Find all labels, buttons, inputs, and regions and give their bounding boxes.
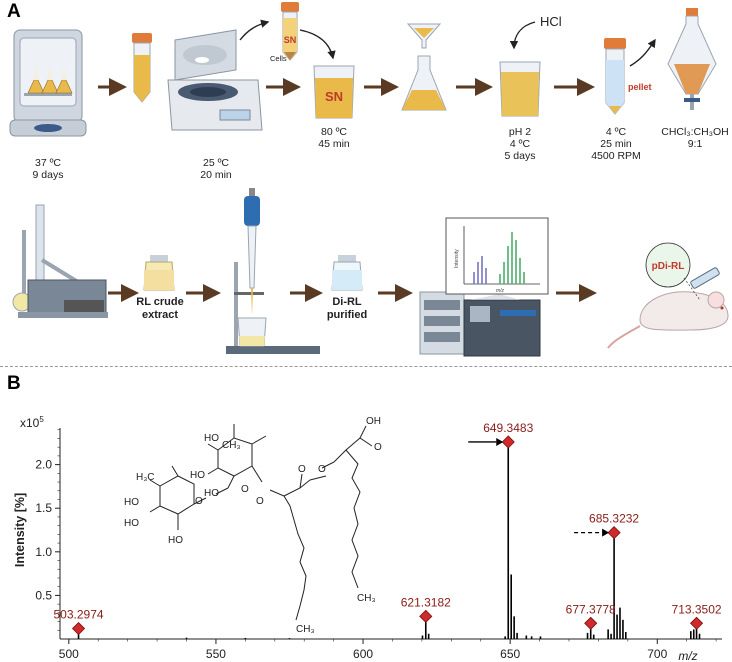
y-tick-label: 1.0 bbox=[35, 545, 52, 559]
x-tick-label: 600 bbox=[353, 647, 373, 661]
supernatant-tube-icon: SN bbox=[281, 2, 299, 61]
crude-vial-icon bbox=[143, 255, 175, 291]
peak-mz-label: 677.3778 bbox=[566, 602, 616, 616]
peak-marker-diamond bbox=[689, 616, 704, 630]
x-tick-label: 550 bbox=[206, 647, 226, 661]
peak-mz-label: 713.3502 bbox=[672, 602, 722, 616]
svg-text:O: O bbox=[195, 496, 203, 507]
mouse-injection-icon: pDi-RL bbox=[607, 242, 729, 349]
peak-marker-diamond bbox=[607, 526, 621, 540]
svg-text:HO: HO bbox=[190, 470, 205, 481]
svg-text:O: O bbox=[256, 496, 264, 507]
x-axis-label: m/z bbox=[678, 649, 697, 662]
hcl-label: HCl bbox=[540, 14, 562, 29]
cells-label: Cells bbox=[270, 54, 287, 63]
peak-markers: 503.2974 621.3182 649.3483 677.3778 685.3232… bbox=[53, 421, 722, 636]
culture-tube-icon bbox=[132, 33, 152, 103]
panel-b-letter: B bbox=[7, 373, 21, 394]
svg-text:HO: HO bbox=[168, 535, 183, 546]
x-ticks: 500 550 600 650 700 bbox=[59, 639, 717, 661]
pipette-column-icon bbox=[226, 188, 320, 354]
spectrum-peaks bbox=[77, 441, 701, 639]
acid-beaker-icon bbox=[499, 61, 541, 117]
lc-ms-instrument-icon bbox=[419, 291, 541, 357]
peak-pointer-arrowhead bbox=[496, 437, 504, 446]
y-ticks: 0.5 1.0 1.5 2.0 bbox=[35, 429, 60, 631]
svg-text:CH₃: CH₃ bbox=[222, 440, 241, 451]
svg-text:O: O bbox=[318, 464, 326, 475]
pellet-label: pellet bbox=[628, 82, 652, 92]
svg-text:O: O bbox=[374, 442, 382, 453]
svg-text:Intensity: Intensity bbox=[454, 249, 460, 268]
svg-text:SN: SN bbox=[325, 89, 343, 104]
peak-marker-diamond bbox=[419, 609, 433, 623]
peak-mz-label: 621.3182 bbox=[401, 595, 451, 609]
svg-text:O: O bbox=[298, 464, 306, 475]
y-axis-label: Intensity [%] bbox=[13, 493, 27, 567]
peak-pointer-arrowhead bbox=[602, 528, 610, 537]
filtration-flask-icon bbox=[401, 23, 447, 111]
peak-mz-label: 503.2974 bbox=[53, 608, 103, 622]
svg-text:HO: HO bbox=[124, 518, 139, 529]
svg-text:H₃C: H₃C bbox=[136, 472, 155, 483]
svg-text:HO: HO bbox=[204, 488, 219, 499]
pellet-tube-icon bbox=[604, 38, 626, 115]
svg-text:CH₃: CH₃ bbox=[296, 624, 315, 635]
rotary-evaporator-icon bbox=[12, 204, 108, 318]
svg-text:OH: OH bbox=[366, 416, 381, 427]
peak-marker-diamond bbox=[584, 616, 598, 630]
svg-text:O: O bbox=[241, 484, 249, 495]
y-tick-label: 1.5 bbox=[35, 501, 52, 515]
svg-text:CH₃: CH₃ bbox=[357, 593, 376, 604]
x-tick-label: 650 bbox=[500, 647, 520, 661]
separatory-funnel-icon bbox=[667, 8, 717, 110]
panel-a-letter: A bbox=[7, 1, 21, 22]
panel-divider bbox=[0, 366, 732, 367]
svg-text:SN: SN bbox=[284, 35, 297, 45]
di-rhamnolipid-structure bbox=[149, 424, 373, 621]
y-tick-label: 2.0 bbox=[35, 458, 52, 472]
peak-mz-label: 685.3232 bbox=[589, 512, 639, 526]
x-tick-label: 500 bbox=[59, 647, 79, 661]
x-tick-label: 700 bbox=[647, 647, 667, 661]
structure-atom-labels: HO HO HO HO HO HO OH H₃C O O O O O O CH₃… bbox=[124, 416, 382, 635]
y-multiplier: x105 bbox=[20, 415, 44, 430]
peak-marker-diamond bbox=[501, 435, 515, 449]
svg-text:HO: HO bbox=[124, 497, 139, 508]
supernatant-beaker-icon: SN bbox=[313, 65, 355, 119]
y-tick-label: 0.5 bbox=[35, 588, 52, 602]
workflow-illustration: SN Cells SN HCl pellet bbox=[9, 2, 729, 357]
pdi-rl-label: pDi-RL bbox=[652, 261, 685, 272]
svg-text:HO: HO bbox=[204, 433, 219, 444]
mass-spectrum-chart: 0.5 1.0 1.5 2.0 500 550 600 650 700 503.2974 621… bbox=[13, 415, 722, 662]
purified-vial-icon bbox=[331, 255, 363, 291]
peak-mz-label: 649.3483 bbox=[483, 421, 533, 435]
svg-text:m/z: m/z bbox=[496, 288, 505, 294]
ms-inset-chart: Intensity m/z bbox=[445, 217, 549, 300]
peak-marker-diamond bbox=[71, 621, 86, 636]
centrifuge-icon bbox=[167, 29, 263, 131]
incubator-icon bbox=[9, 29, 87, 137]
